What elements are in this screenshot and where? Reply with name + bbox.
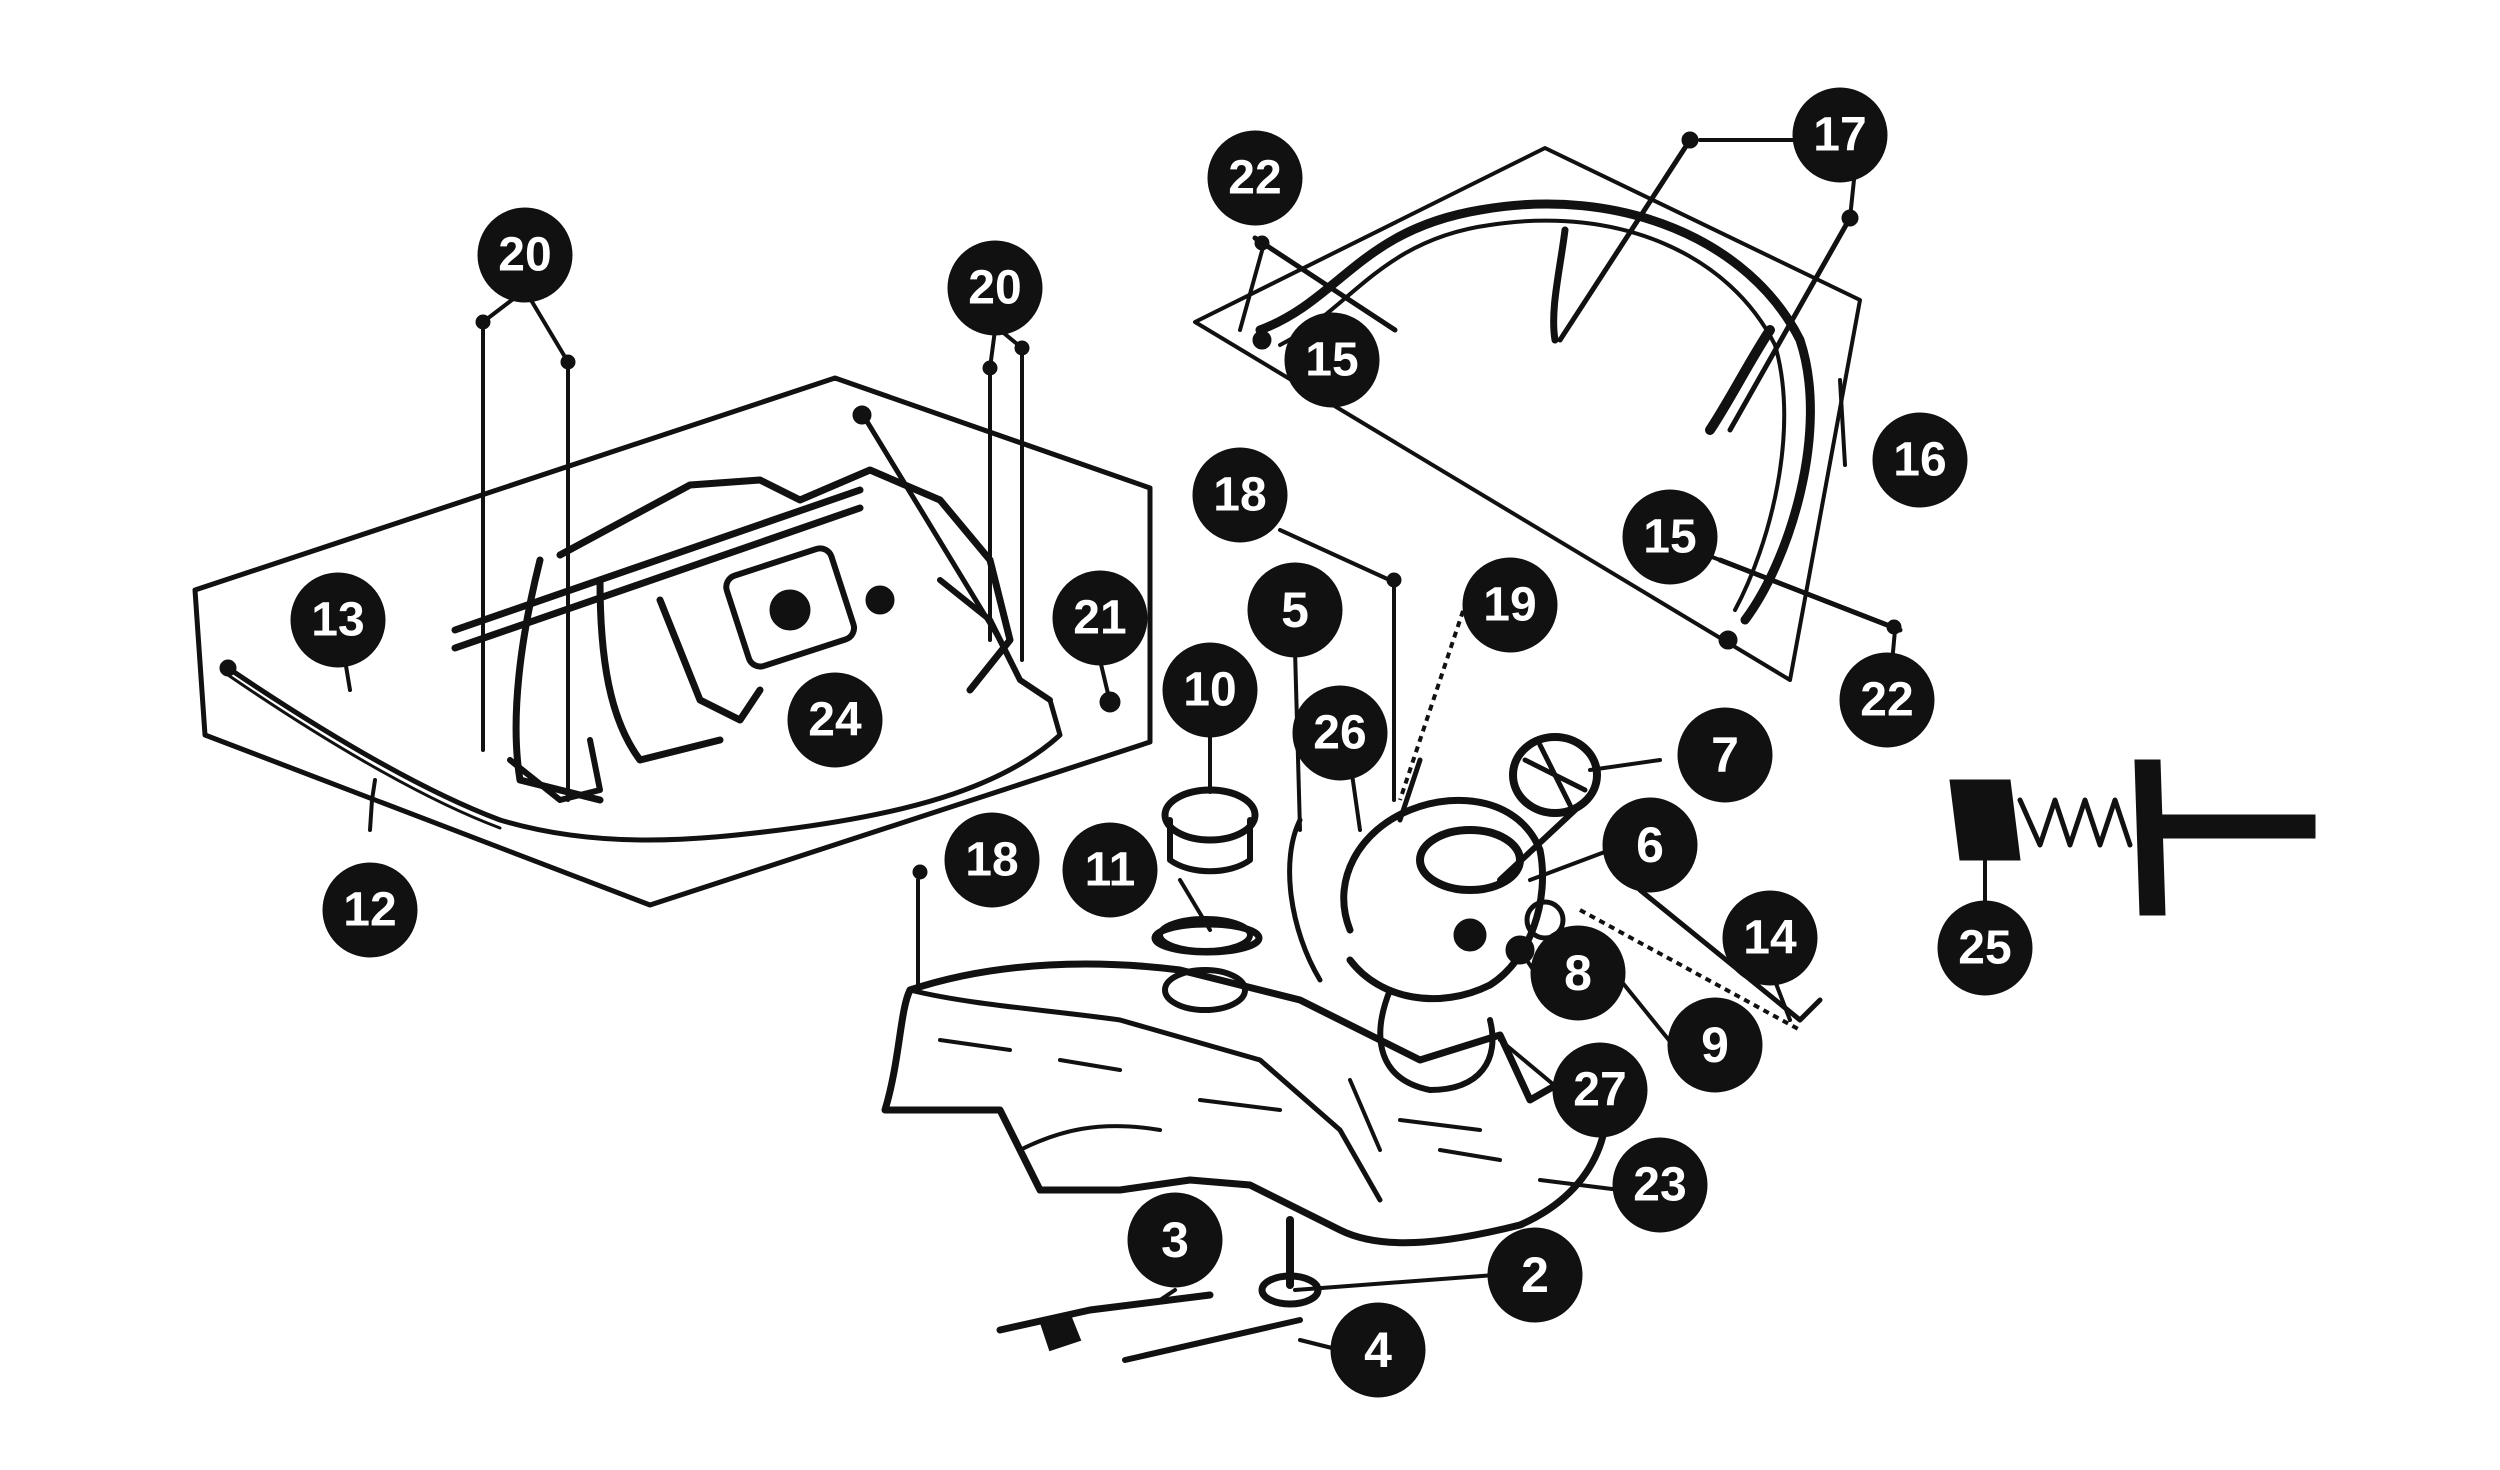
svg-text:27: 27 [1573,1064,1626,1117]
svg-text:20: 20 [498,229,551,282]
callouts: 2 3 4 5 6 7 8 9 10 11 12 13 14 15 15 16 … [290,87,2033,1398]
callout-15-upper: 15 [1284,312,1380,408]
svg-text:2: 2 [1521,1247,1549,1303]
svg-text:20: 20 [968,262,1021,315]
svg-text:19: 19 [1483,579,1536,632]
callout-14: 14 [1722,890,1818,986]
leader-lines [338,138,1987,1352]
callout-4: 4 [1330,1302,1426,1398]
callout-24: 24 [787,672,883,768]
callout-9: 9 [1667,997,1763,1093]
callout-2: 2 [1487,1227,1583,1323]
callout-7: 7 [1677,707,1773,803]
callout-27: 27 [1552,1042,1648,1138]
svg-text:23: 23 [1633,1159,1686,1212]
callout-20-left: 20 [477,207,573,303]
callout-20-right: 20 [947,240,1043,336]
svg-text:26: 26 [1313,707,1366,760]
svg-text:16: 16 [1893,434,1946,487]
svg-text:9: 9 [1701,1017,1729,1073]
svg-text:22: 22 [1228,152,1281,205]
callout-13: 13 [290,572,386,668]
svg-text:18: 18 [1213,469,1266,522]
callout-19: 19 [1462,557,1558,653]
svg-text:4: 4 [1364,1322,1392,1378]
svg-text:18: 18 [965,834,1018,887]
svg-text:3: 3 [1161,1212,1189,1268]
callout-25: 25 [1937,900,2033,996]
callout-18-lower: 18 [944,812,1040,908]
callout-26: 26 [1292,685,1388,781]
callout-5: 5 [1247,562,1343,658]
svg-text:10: 10 [1183,664,1236,717]
callout-18-upper: 18 [1192,447,1288,543]
hose-panel [1193,131,1903,682]
svg-text:15: 15 [1305,334,1358,387]
svg-text:17: 17 [1813,109,1866,162]
svg-text:8: 8 [1564,945,1592,1001]
callout-11: 11 [1062,822,1158,918]
plunger-spring [1949,759,2316,916]
svg-text:14: 14 [1743,912,1797,965]
callout-21: 21 [1052,570,1148,666]
tank-strap-hardware [996,1216,1322,1363]
svg-text:15: 15 [1643,511,1696,564]
callout-17: 17 [1792,87,1888,183]
svg-text:11: 11 [1085,844,1136,897]
svg-text:7: 7 [1711,727,1739,783]
callout-12: 12 [322,862,418,958]
callout-16: 16 [1872,412,1968,508]
svg-text:24: 24 [808,694,862,747]
svg-text:6: 6 [1636,817,1664,873]
callout-15-lower: 15 [1622,489,1718,585]
svg-text:25: 25 [1958,922,2011,975]
svg-text:21: 21 [1073,592,1126,645]
callout-23: 23 [1612,1137,1708,1233]
svg-text:12: 12 [343,884,396,937]
callout-3: 3 [1127,1192,1223,1288]
callout-22-upper: 22 [1207,130,1303,226]
svg-text:5: 5 [1281,582,1309,638]
callout-22-lower: 22 [1839,652,1935,748]
callout-8: 8 [1530,925,1626,1021]
svg-text:22: 22 [1860,674,1913,727]
callout-10: 10 [1162,642,1258,738]
svg-text:13: 13 [311,594,364,647]
callout-6: 6 [1602,797,1698,893]
